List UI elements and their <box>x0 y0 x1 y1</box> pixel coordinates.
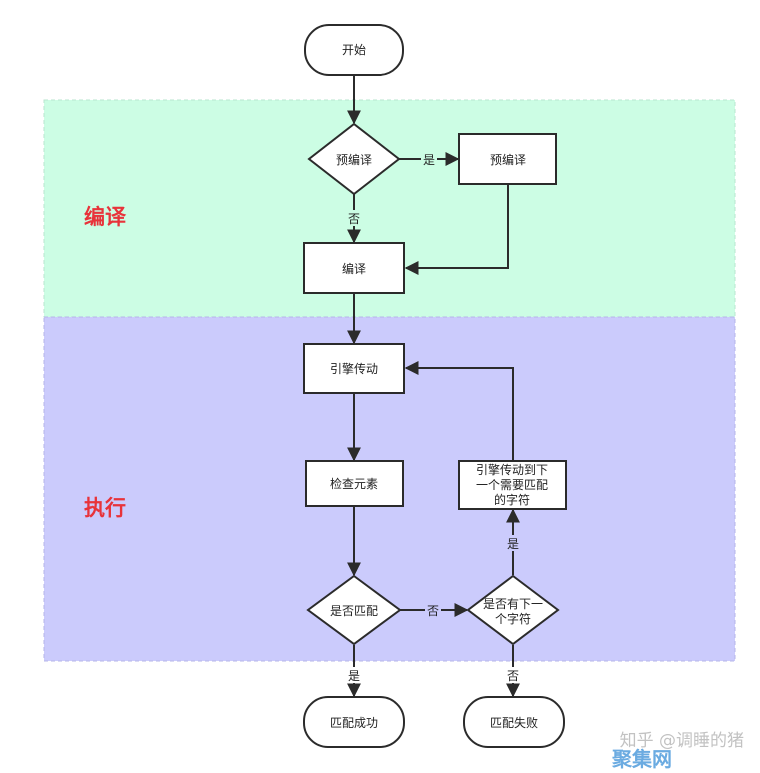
engine-next-label-line1: 引擎传动到下 <box>476 462 548 477</box>
compile-box-label: 编译 <box>342 261 366 276</box>
section-label-execute: 执行 <box>84 496 126 520</box>
match-fail-label: 匹配失败 <box>490 715 538 730</box>
watermark-line1: 知乎 @调睡的猪 <box>620 731 744 751</box>
match-decision-label: 是否匹配 <box>330 604 378 618</box>
has-next-label-line2: 个字符 <box>495 611 531 626</box>
start-label: 开始 <box>342 43 366 57</box>
precompile-decision <box>307 122 401 196</box>
start-terminal <box>304 24 404 76</box>
edge-label-precompile-yes: 是 <box>423 153 435 167</box>
edge-label-match-yes: 是 <box>348 669 360 683</box>
edge-label-precompile-no: 否 <box>348 212 360 226</box>
match-success-terminal <box>303 696 405 748</box>
compile-box <box>303 242 405 294</box>
precompile-decision-label: 预编译 <box>336 152 372 167</box>
engine-next-label-line2: 一个需要匹配 <box>476 478 548 492</box>
edge-engine-next-to-engine <box>404 361 514 460</box>
has-next-decision <box>466 574 560 646</box>
engine-next-label-line3: 的字符 <box>494 492 530 507</box>
edge-label-match-no: 否 <box>427 604 439 618</box>
engine-drive-box <box>303 343 405 394</box>
has-next-label-line1: 是否有下一 <box>483 597 543 611</box>
match-decision <box>306 574 402 646</box>
check-element-label: 检查元素 <box>330 476 378 491</box>
edge-precompile-to-compile <box>404 185 509 275</box>
precompile-box <box>458 133 557 185</box>
watermark-line2: 聚集网 <box>611 747 672 771</box>
precompile-box-label: 预编译 <box>490 152 526 167</box>
engine-drive-label: 引擎传动 <box>330 361 378 376</box>
match-fail-terminal <box>463 696 565 748</box>
check-element-box <box>305 460 404 507</box>
match-success-label: 匹配成功 <box>330 716 378 730</box>
engine-next-box <box>458 460 567 510</box>
section-label-compile: 编译 <box>84 205 127 229</box>
edge-label-has-next-no: 否 <box>507 669 519 683</box>
edge-label-has-next-yes: 是 <box>507 537 519 551</box>
